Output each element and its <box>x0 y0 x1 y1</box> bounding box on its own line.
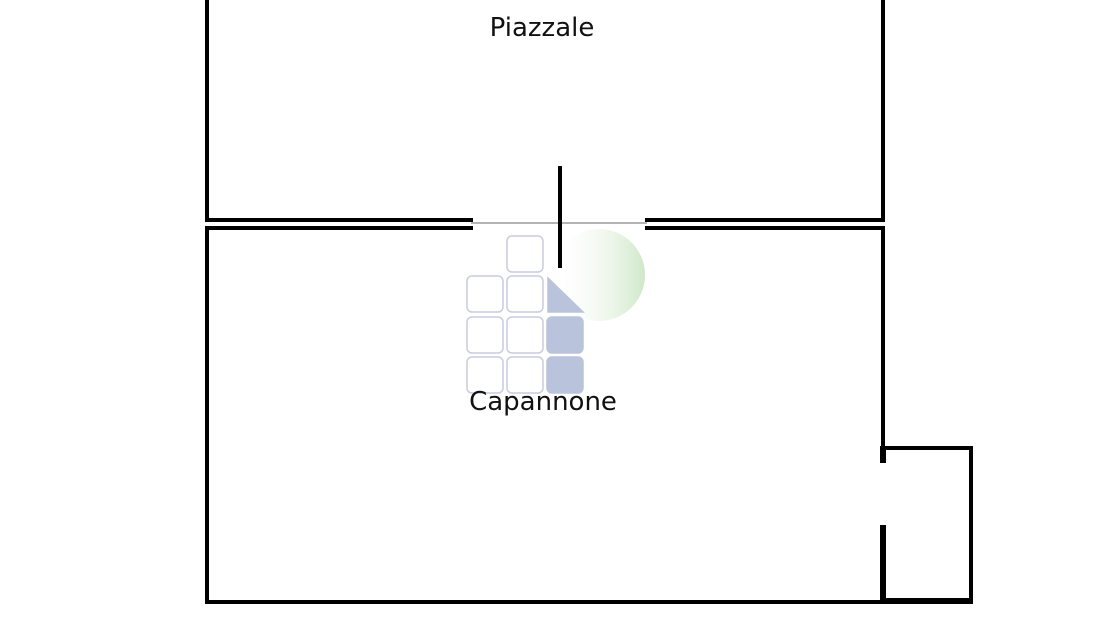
annex-walls <box>881 446 973 602</box>
logo-watermark <box>466 229 645 394</box>
logo-tile <box>466 275 504 313</box>
logo-leaf-circle <box>553 229 645 321</box>
logo-tile-filled <box>546 356 584 394</box>
logo-tile <box>466 356 504 394</box>
logo-tile <box>506 275 544 313</box>
capannone-walls <box>205 226 973 604</box>
logo-tile-triangle <box>547 276 585 313</box>
logo-tile <box>506 356 544 394</box>
piazzale-walls <box>205 0 885 222</box>
logo-tile <box>506 235 544 273</box>
room-label-capannone: Capannone <box>469 387 617 417</box>
room-label-piazzale: Piazzale <box>490 13 595 43</box>
logo-tile <box>506 316 544 354</box>
logo-tile-filled <box>546 316 584 354</box>
logo-tile <box>466 316 504 354</box>
